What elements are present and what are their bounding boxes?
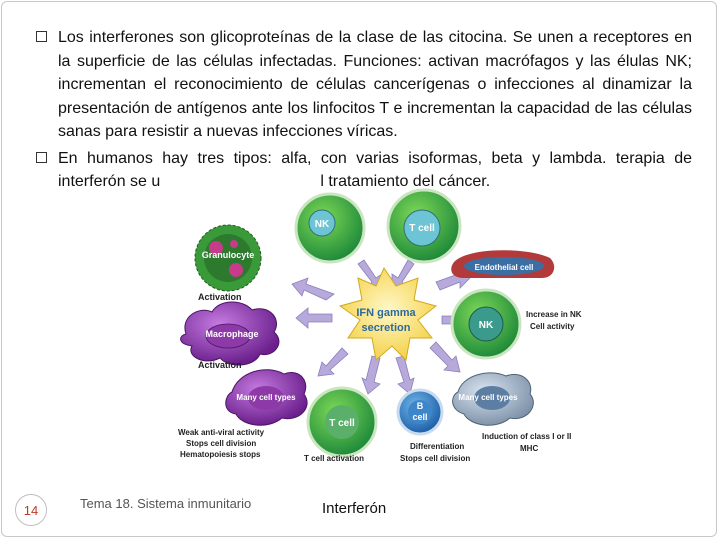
activation-label-1: Activation <box>198 292 242 302</box>
many-right-label: Many cell types <box>458 393 518 402</box>
endothelial-label: Endothelial cell <box>475 263 534 272</box>
bullet-item: En humanos hay tres tipos: alfa, con var… <box>36 147 692 194</box>
ifn-secretion-label: IFN gamma <box>356 307 416 319</box>
ifn-secretion-star <box>338 266 438 362</box>
t-cell-bottom: T cell <box>306 386 378 458</box>
page-number-badge: 14 <box>15 494 47 526</box>
square-bullet-icon <box>36 151 47 163</box>
footer-topic: Interferón <box>322 500 387 517</box>
macrophage-label: Macrophage <box>205 329 258 339</box>
many-left-caption: Stops cell division <box>186 439 256 448</box>
arrow-to-many-left <box>317 347 349 377</box>
interferon-diagram: IFN gamma secretion NK T cell Granulocyt… <box>178 188 582 463</box>
b-cell-label: B <box>417 401 424 411</box>
t-cell-top: T cell <box>386 188 462 264</box>
macrophage-cell: Macrophage <box>180 301 280 366</box>
b-cell-caption: Differentiation <box>410 442 464 451</box>
nk-cell-top: NK <box>294 192 366 264</box>
nk-right-caption: Increase in NK <box>526 310 582 319</box>
t-cell-bottom-label: T cell <box>329 418 355 429</box>
many-left-caption: Weak anti-viral activity <box>178 428 265 437</box>
bullet-item: Los interferones son glicoproteínas de l… <box>36 26 692 144</box>
footer-course-title: Tema 18. Sistema inmunitario <box>80 496 252 511</box>
bullet-text: En humanos hay tres tipos: alfa, con var… <box>58 149 692 191</box>
many-left-caption: Hematopoiesis stops <box>180 450 261 459</box>
b-cell-caption: Stops cell division <box>400 454 470 463</box>
many-cell-types-left: Many cell types <box>225 369 308 426</box>
bullet-text: Los interferones son glicoproteínas de l… <box>58 29 692 140</box>
arrow-to-macrophage <box>295 307 333 329</box>
nk-top-label: NK <box>315 219 330 230</box>
b-cell: B cell <box>396 388 444 436</box>
nk-right-caption: Cell activity <box>530 322 575 331</box>
square-bullet-icon <box>36 31 47 42</box>
page-number: 14 <box>23 502 39 518</box>
bullet-list: Los interferones son glicoproteínas de l… <box>36 26 692 197</box>
arrow-to-t-cell-bottom <box>361 355 381 395</box>
many-cell-types-right: Many cell types <box>452 372 534 426</box>
t-cell-top-label: T cell <box>409 223 435 234</box>
ifn-secretion-label: secretion <box>362 322 411 334</box>
arrow-to-granulocyte <box>291 277 335 301</box>
nk-cell-right: NK <box>450 288 522 360</box>
many-right-caption: MHC <box>520 444 538 453</box>
arrow-to-b-cell <box>395 355 415 395</box>
many-right-caption: Induction of class I or II <box>482 432 571 441</box>
endothelial-cell: Endothelial cell <box>451 250 555 278</box>
t-cell-bottom-caption: T cell activation <box>304 454 364 463</box>
nk-right-label: NK <box>479 320 494 331</box>
b-cell-label: cell <box>412 412 427 422</box>
arrow-to-many-right <box>429 341 461 373</box>
activation-label-2: Activation <box>198 360 242 370</box>
granulocyte-cell: Granulocyte <box>194 224 262 292</box>
many-left-label: Many cell types <box>236 393 296 402</box>
granulocyte-label: Granulocyte <box>202 250 255 260</box>
